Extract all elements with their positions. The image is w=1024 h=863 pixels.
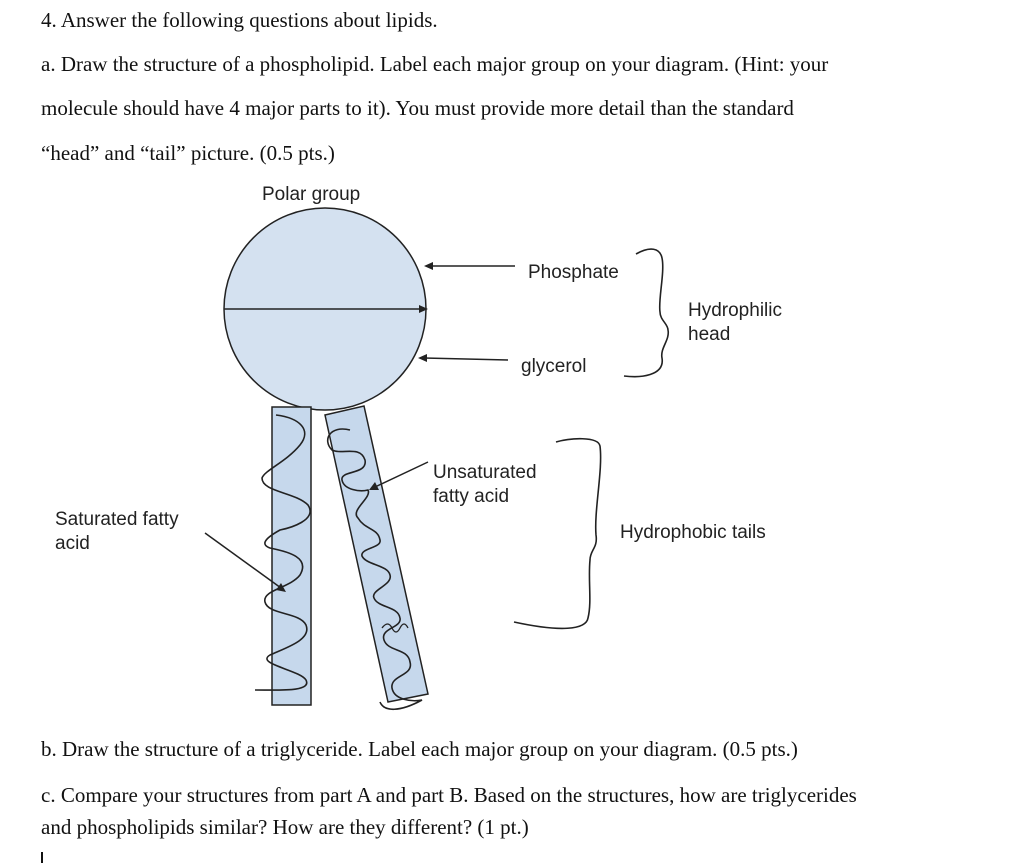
- glycerol-arrow-line: [423, 357, 509, 361]
- hydrophilic-head-label: Hydrophilic head: [688, 299, 782, 347]
- unsaturated-wave-detail: [381, 623, 409, 633]
- saturated-line-2: acid: [55, 533, 90, 554]
- part-a-line-1: a. Draw the structure of a phospholipid.…: [41, 52, 829, 76]
- text-cursor: [41, 852, 43, 863]
- part-c-line-1: c. Compare your structures from part A a…: [41, 783, 857, 807]
- saturated-arrowhead: [276, 583, 286, 592]
- unsaturated-arrow-line: [374, 461, 429, 488]
- glycerol-arrowhead: [418, 354, 427, 362]
- unsaturated-tail-rect: [324, 405, 429, 703]
- unsaturated-fatty-acid-label: Unsaturated fatty acid: [433, 461, 537, 509]
- saturated-arrow-line: [204, 532, 282, 589]
- part-c-line-2: and phospholipids similar? How are they …: [41, 815, 529, 839]
- question-heading: 4. Answer the following questions about …: [41, 8, 438, 32]
- unsaturated-line-1: Unsaturated: [433, 462, 537, 483]
- hydrophilic-brace: [623, 248, 670, 378]
- saturated-line-1: Saturated fatty: [55, 509, 179, 530]
- saturated-tail-rect: [271, 406, 312, 706]
- saturated-squiggle: [254, 414, 311, 691]
- polar-group-label: Polar group: [262, 184, 361, 205]
- hydrophilic-line-1: Hydrophilic: [688, 300, 782, 321]
- glycerol-label: glycerol: [521, 356, 587, 377]
- unsaturated-arrowhead: [369, 482, 379, 490]
- saturated-fatty-acid-label: Saturated fatty acid: [55, 508, 179, 556]
- hydrophobic-tails-label: Hydrophobic tails: [620, 522, 766, 543]
- divider-arrowhead: [419, 305, 428, 313]
- unsaturated-line-2: fatty acid: [433, 486, 510, 507]
- hydrophobic-brace: [513, 437, 602, 630]
- part-a-line-2: molecule should have 4 major parts to it…: [41, 96, 794, 120]
- hydrophilic-line-2: head: [688, 324, 731, 345]
- unsaturated-squiggle: [326, 428, 423, 711]
- part-a-line-3: “head” and “tail” picture. (0.5 pts.): [41, 141, 335, 165]
- phosphate-label: Phosphate: [528, 262, 619, 283]
- phosphate-arrowhead: [424, 262, 433, 270]
- part-b-text: b. Draw the structure of a triglyceride.…: [41, 737, 798, 761]
